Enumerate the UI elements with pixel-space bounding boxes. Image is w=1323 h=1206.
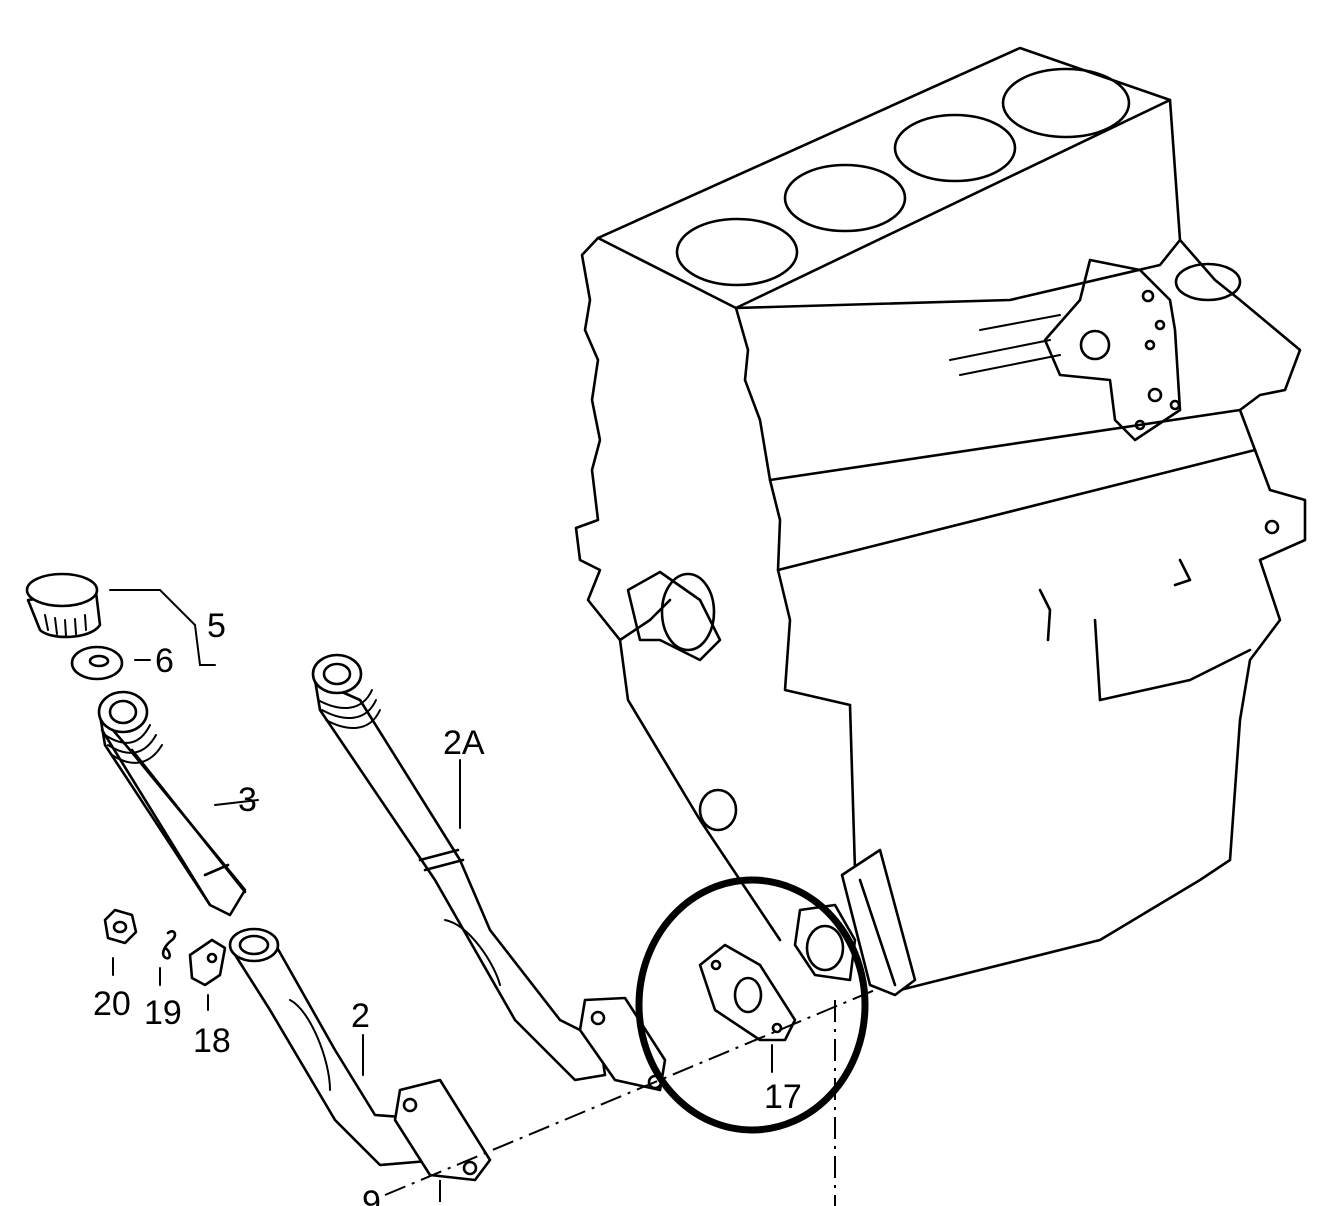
- label-5: 5: [207, 607, 226, 645]
- label-20: 20: [93, 985, 131, 1023]
- part-2-pipe: [228, 927, 492, 1182]
- label-6: 6: [155, 642, 174, 680]
- part-3-pipe: [97, 690, 259, 917]
- label-2a: 2A: [443, 724, 485, 762]
- label-2: 2: [351, 997, 370, 1035]
- part-6-washer: [70, 645, 151, 681]
- part-18-clip: [188, 938, 227, 1011]
- part-20-nut: [103, 908, 138, 976]
- label-3: 3: [238, 781, 257, 819]
- label-18: 18: [193, 1022, 231, 1060]
- part-17-gasket: [698, 943, 797, 1073]
- assembly-axis-line: [384, 989, 876, 1196]
- part-19-washer: [159, 930, 177, 986]
- highlight-circle: [635, 876, 869, 1134]
- label-9: 9: [362, 1184, 381, 1206]
- part-5-cap: [25, 572, 216, 666]
- label-19: 19: [144, 994, 182, 1032]
- label-17: 17: [764, 1078, 802, 1116]
- engine-block: [574, 46, 1307, 1206]
